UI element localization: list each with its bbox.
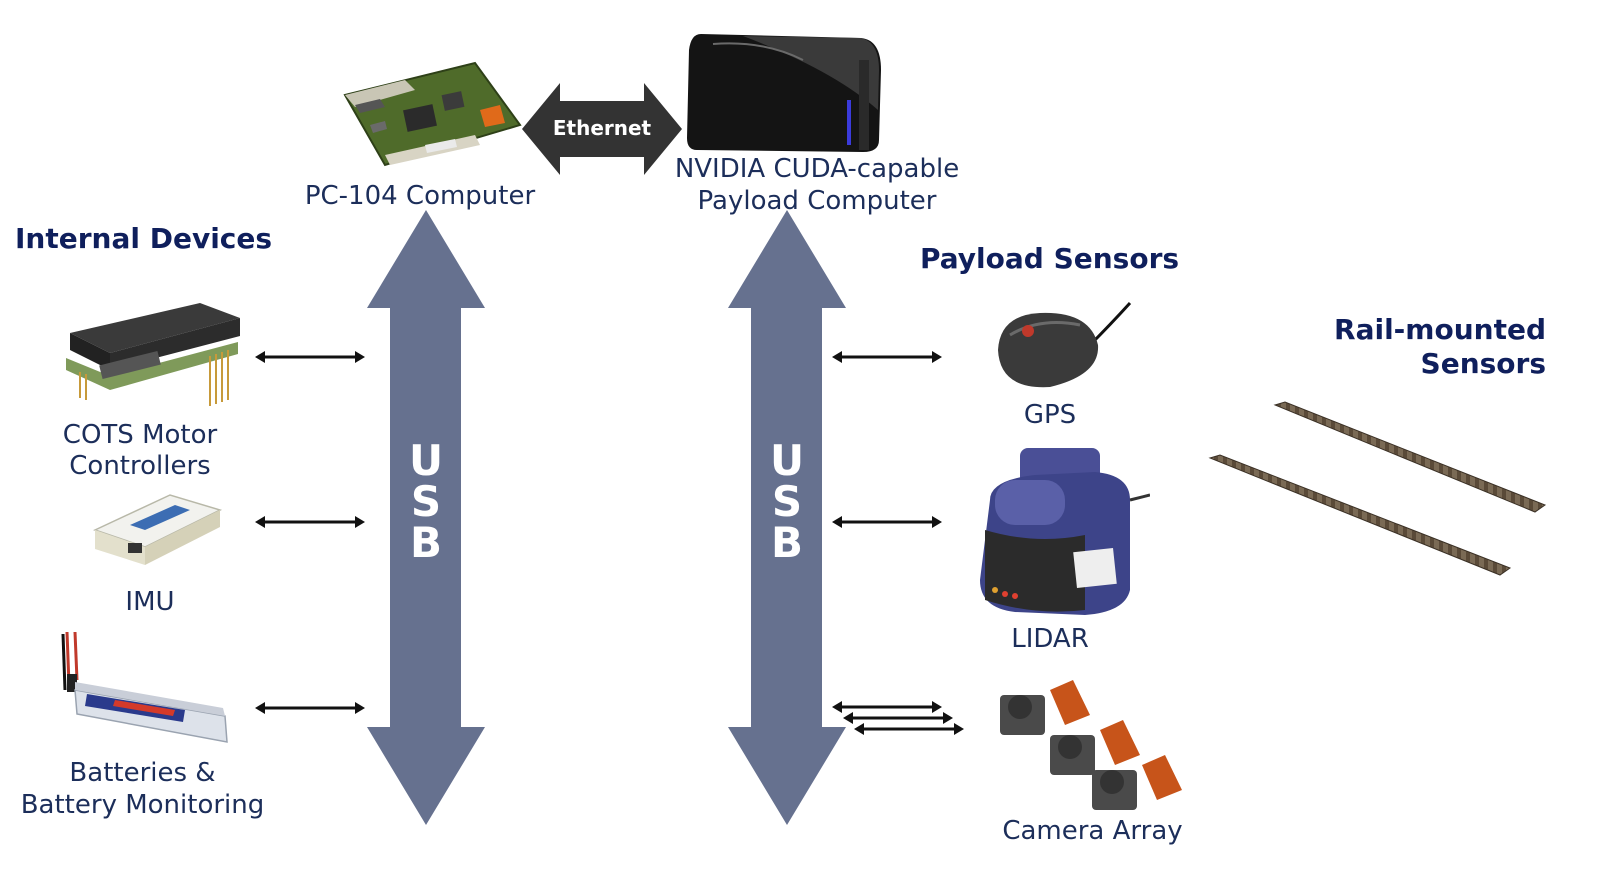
gps-puck-icon: [998, 301, 1132, 388]
imu-label: IMU: [125, 587, 175, 617]
camera-link-arrows: [832, 701, 964, 735]
payload-computer-label-line2: Payload Computer: [697, 186, 937, 216]
rail-mounted-heading-line2: Sensors: [1420, 347, 1546, 380]
sensor-rail-icon: [1208, 401, 1547, 576]
motor-controller-label-line2: Controllers: [69, 451, 211, 481]
payload-computer-label-line1: NVIDIA CUDA-capable: [674, 154, 960, 184]
pc104-board-icon: [343, 61, 522, 167]
motor-link-arrow: [255, 351, 365, 363]
battery-label-line1: Batteries &: [69, 758, 216, 788]
motor-controller-label-line1: COTS Motor: [62, 420, 218, 450]
internal-devices-heading: Internal Devices: [15, 222, 273, 255]
lidar-scanner-icon: [980, 448, 1150, 615]
gps-label: GPS: [1023, 400, 1077, 430]
pc104-label: PC-104 Computer: [304, 181, 536, 211]
battery-label-line2: Battery Monitoring: [20, 790, 265, 820]
usb-bus-left-arrow: [367, 210, 485, 825]
imu-sensor-icon: [92, 494, 223, 565]
camera-module-icon: [1000, 680, 1182, 810]
rail-mounted-heading-line1: Rail-mounted: [1334, 313, 1546, 346]
lidar-label: LIDAR: [1011, 624, 1089, 654]
camera-array-label: Camera Array: [1002, 816, 1183, 846]
laptop-computer-icon: [687, 34, 881, 152]
usb-left-label: USB: [408, 436, 444, 567]
usb-bus-right-arrow: [728, 210, 846, 825]
usb-right-label: USB: [769, 436, 805, 567]
battery-link-arrow: [255, 702, 365, 714]
gps-link-arrow: [832, 351, 942, 363]
imu-link-arrow: [255, 516, 365, 528]
ethernet-link-arrow: [522, 83, 682, 175]
payload-sensors-heading: Payload Sensors: [920, 242, 1180, 275]
motor-controller-board-icon: [66, 303, 240, 406]
lidar-link-arrow: [832, 516, 942, 528]
lipo-battery-icon: [61, 631, 228, 743]
ethernet-label: Ethernet: [552, 116, 652, 140]
